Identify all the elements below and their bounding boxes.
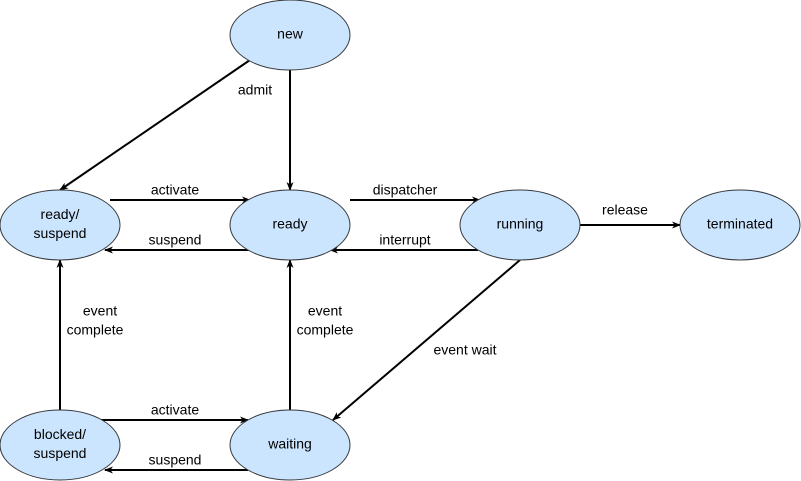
node-waiting-label: waiting [267,436,312,452]
node-blocked-suspend-shape [0,409,121,481]
node-blocked-suspend-label-0: blocked/ [34,426,86,442]
edge-label-dispatcher: dispatcher [373,182,438,198]
node-running: running [459,189,581,261]
node-waiting: waiting [229,409,351,481]
node-terminated-label: terminated [707,216,773,232]
node-new-shape [229,0,351,71]
edge-label-interrupt: interrupt [379,232,430,248]
edge-label-activate-bottom: activate [151,402,199,418]
edge-label-activate-top: activate [151,182,199,198]
edge-label-event-complete-mid-0: event [308,303,342,319]
node-blocked-suspend: blocked/suspend [0,409,121,481]
edge-label-event-wait: event wait [433,342,496,358]
edge-label-release: release [602,202,648,218]
edge-label-event-complete-left-0: event [83,303,117,319]
node-ready-label: ready [272,216,307,232]
node-terminated: terminated [679,189,801,261]
edge-new-to-ready-suspend-arrow [59,59,251,191]
node-new: new [229,0,351,71]
node-new-label: new [277,26,304,42]
node-ready-suspend-shape [0,189,121,261]
node-ready-suspend-label-1: suspend [34,225,87,241]
node-running-shape [459,189,581,261]
node-ready-shape [229,189,351,261]
node-waiting-shape [229,409,351,481]
node-blocked-suspend-label-1: suspend [34,445,87,461]
edge-label-suspend-top: suspend [149,232,202,248]
edge-label-event-complete-left-1: complete [67,322,124,338]
edge-label-event-complete-mid-1: complete [297,322,354,338]
node-terminated-shape [679,189,801,261]
node-ready-suspend-label-0: ready/ [41,206,80,222]
node-running-label: running [497,216,544,232]
edge-event-wait-arrow [332,259,521,421]
edge-label-admit: admit [238,82,272,98]
edge-label-suspend-bottom: suspend [149,452,202,468]
node-ready: ready [229,189,351,261]
node-ready-suspend: ready/suspend [0,189,121,261]
